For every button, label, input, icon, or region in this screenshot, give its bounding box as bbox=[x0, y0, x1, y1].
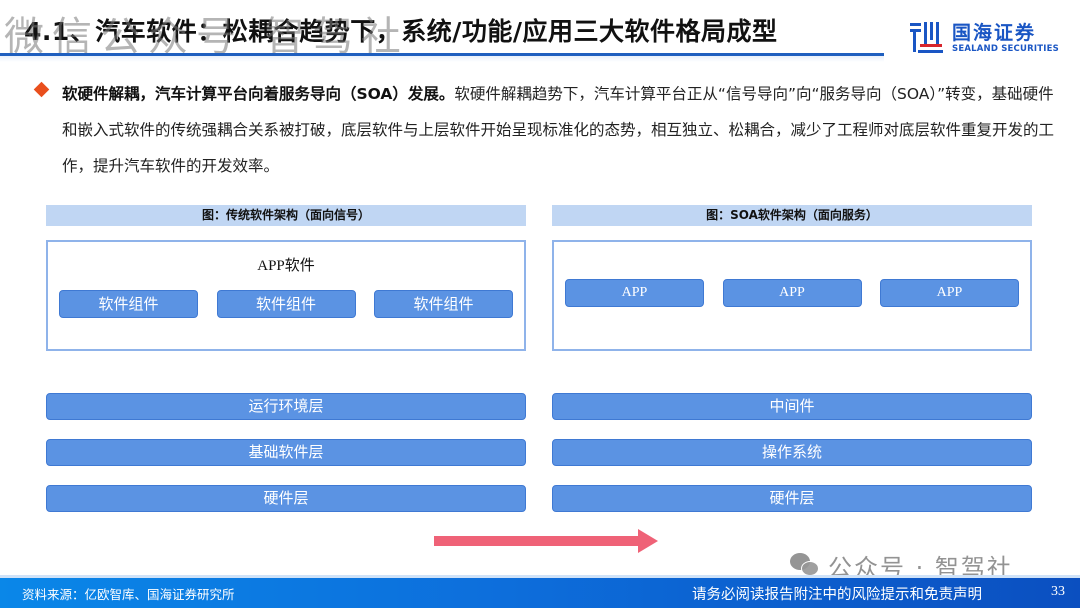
app-block: APP bbox=[880, 279, 1019, 307]
slide-header: 4.1、汽车软件：松耦合趋势下，系统/功能/应用三大软件格局成型 微信公众号 智… bbox=[0, 0, 1080, 62]
figure-caption: 图：传统软件架构（面向信号） bbox=[46, 205, 526, 226]
slide-footer: 资料来源：亿欧智库、国海证券研究所 请务必阅读报告附注中的风险提示和免责声明 3… bbox=[0, 578, 1080, 608]
figure-caption: 图：SOA软件架构（面向服务） bbox=[552, 205, 1032, 226]
app-block: APP bbox=[565, 279, 704, 307]
logo-name-cn: 国海证券 bbox=[952, 21, 1037, 44]
sealand-logo-icon bbox=[908, 20, 944, 56]
diamond-bullet-icon bbox=[33, 81, 50, 98]
layer-runtime-environment: 运行环境层 bbox=[46, 393, 526, 420]
page-number: 33 bbox=[1051, 584, 1065, 599]
sealand-logo: 国海证券 SEALAND SECURITIES bbox=[908, 18, 1068, 58]
app-software-box: APP软件 软件组件 软件组件 软件组件 bbox=[46, 240, 526, 351]
layer-basic-software: 基础软件层 bbox=[46, 439, 526, 466]
layer-hardware-right: 硬件层 bbox=[552, 485, 1032, 512]
disclaimer-text: 请务必阅读报告附注中的风险提示和免责声明 bbox=[692, 587, 982, 603]
software-component-block: 软件组件 bbox=[216, 290, 356, 318]
app-box-soa: APP APP APP bbox=[552, 240, 1032, 351]
layer-middleware: 中间件 bbox=[552, 393, 1032, 420]
right-arrow-icon bbox=[434, 529, 660, 553]
figure-soa-architecture: 图：SOA软件架构（面向服务） APP APP APP bbox=[552, 205, 1032, 351]
title-underline bbox=[0, 53, 884, 56]
app-box-title: APP软件 bbox=[257, 258, 315, 274]
bullet-body: 软硬件解耦趋势下，汽车计算平台正从“信号导向”向“服务导向（SOA）”转变，基础… bbox=[62, 85, 1055, 175]
figure-traditional-architecture: 图：传统软件架构（面向信号） APP软件 软件组件 软件组件 软件组件 bbox=[46, 205, 526, 351]
bullet-paragraph: 软硬件解耦，汽车计算平台向着服务导向（SOA）发展。软硬件解耦趋势下，汽车计算平… bbox=[62, 76, 1062, 184]
layer-operating-system: 操作系统 bbox=[552, 439, 1032, 466]
app-block: APP bbox=[722, 279, 862, 307]
software-component-block: 软件组件 bbox=[374, 290, 513, 318]
layer-hardware-left: 硬件层 bbox=[46, 485, 526, 512]
software-component-block: 软件组件 bbox=[59, 290, 198, 318]
wechat-icon bbox=[790, 552, 820, 579]
logo-name-en: SEALAND SECURITIES bbox=[952, 43, 1059, 54]
footer-divider bbox=[0, 575, 1080, 578]
title-underline-shadow bbox=[0, 56, 884, 62]
source-note: 资料来源：亿欧智库、国海证券研究所 bbox=[22, 587, 235, 602]
bullet-lead: 软硬件解耦，汽车计算平台向着服务导向（SOA）发展。 bbox=[62, 85, 455, 103]
slide-title: 4.1、汽车软件：松耦合趋势下，系统/功能/应用三大软件格局成型 bbox=[24, 17, 778, 46]
